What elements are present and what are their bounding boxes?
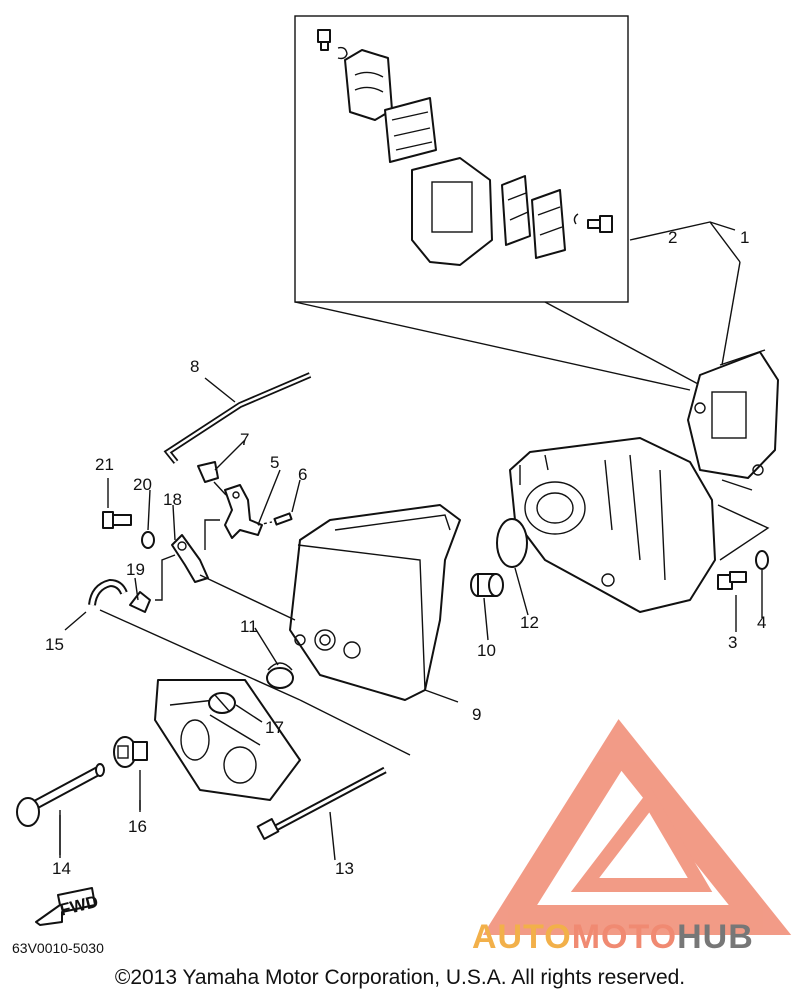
washer-part-4 [755, 550, 769, 570]
inset-valve-seat [411, 157, 493, 266]
callout-11: 11 [240, 617, 258, 636]
callout-6: 6 [298, 465, 307, 484]
watermark-word-moto: MOTO [572, 918, 677, 956]
hose-part-15 [88, 578, 128, 606]
collar-part-10 [470, 573, 504, 597]
wire-part-8 [163, 372, 312, 464]
callout-3: 3 [728, 633, 737, 652]
svg-text:AUTOMOTOHUB: AUTOMOTOHUB [472, 918, 754, 956]
bolt-part-21 [102, 511, 132, 529]
inset-reed-b [531, 189, 566, 259]
callout-13: 13 [335, 859, 354, 878]
carburetor-body [509, 437, 716, 613]
callout-21: 21 [95, 455, 114, 474]
callout-7: 7 [240, 430, 249, 449]
bolt-part-13 [256, 766, 387, 840]
inset-screw-right [573, 213, 613, 233]
callout-5: 5 [270, 453, 279, 472]
callout-9: 9 [472, 705, 481, 724]
front-cover-panel [154, 679, 301, 801]
callout-1: 1 [740, 228, 749, 247]
copyright-notice: ©2013 Yamaha Motor Corporation, U.S.A. A… [114, 966, 686, 989]
fwd-arrow-icon: FWD [35, 887, 100, 926]
inset-leader-lines [294, 301, 701, 391]
clip-part-7 [197, 461, 219, 483]
grommet-part-11 [266, 662, 294, 689]
inset-reed-a [501, 175, 531, 246]
watermark-text: AUTOMOTOHUB [472, 918, 754, 956]
watermark-word-hub: HUB [677, 918, 754, 956]
callout-20: 20 [133, 475, 152, 494]
callout-8: 8 [190, 357, 199, 376]
clip-part-19 [129, 591, 151, 613]
callout-2: 2 [668, 228, 677, 247]
silencer-part-9 [289, 504, 461, 701]
callout-10: 10 [477, 641, 496, 660]
washer-part-20 [141, 531, 155, 549]
link-lever-part-5 [224, 484, 263, 539]
callout-17: 17 [265, 718, 284, 737]
watermark-word-auto: AUTO [472, 918, 572, 956]
callout-labels: 1 2 3 4 5 6 7 8 9 10 11 12 13 14 15 16 1… [45, 228, 766, 878]
inset-screw-top [317, 29, 348, 60]
knob-part-17 [208, 692, 236, 714]
gasket-part-12 [496, 518, 528, 568]
callout-16: 16 [128, 817, 147, 836]
callout-14: 14 [52, 859, 71, 878]
inset-reed-plate [384, 97, 437, 163]
watermark-logo [482, 719, 792, 935]
callout-4: 4 [757, 613, 766, 632]
pin-part-6 [273, 512, 293, 526]
inset-detail-box [294, 15, 629, 303]
part-code: 63V0010-5030 [12, 940, 104, 956]
callout-15: 15 [45, 635, 64, 654]
bolt-part-3 [717, 571, 747, 590]
callout-18: 18 [163, 490, 182, 509]
callout-19: 19 [126, 560, 145, 579]
lever-part-18 [171, 534, 209, 583]
choke-knob-part-16 [113, 736, 148, 768]
rod-part-14 [16, 763, 105, 827]
callout-12: 12 [520, 613, 539, 632]
reed-valve-assembly [687, 349, 779, 479]
